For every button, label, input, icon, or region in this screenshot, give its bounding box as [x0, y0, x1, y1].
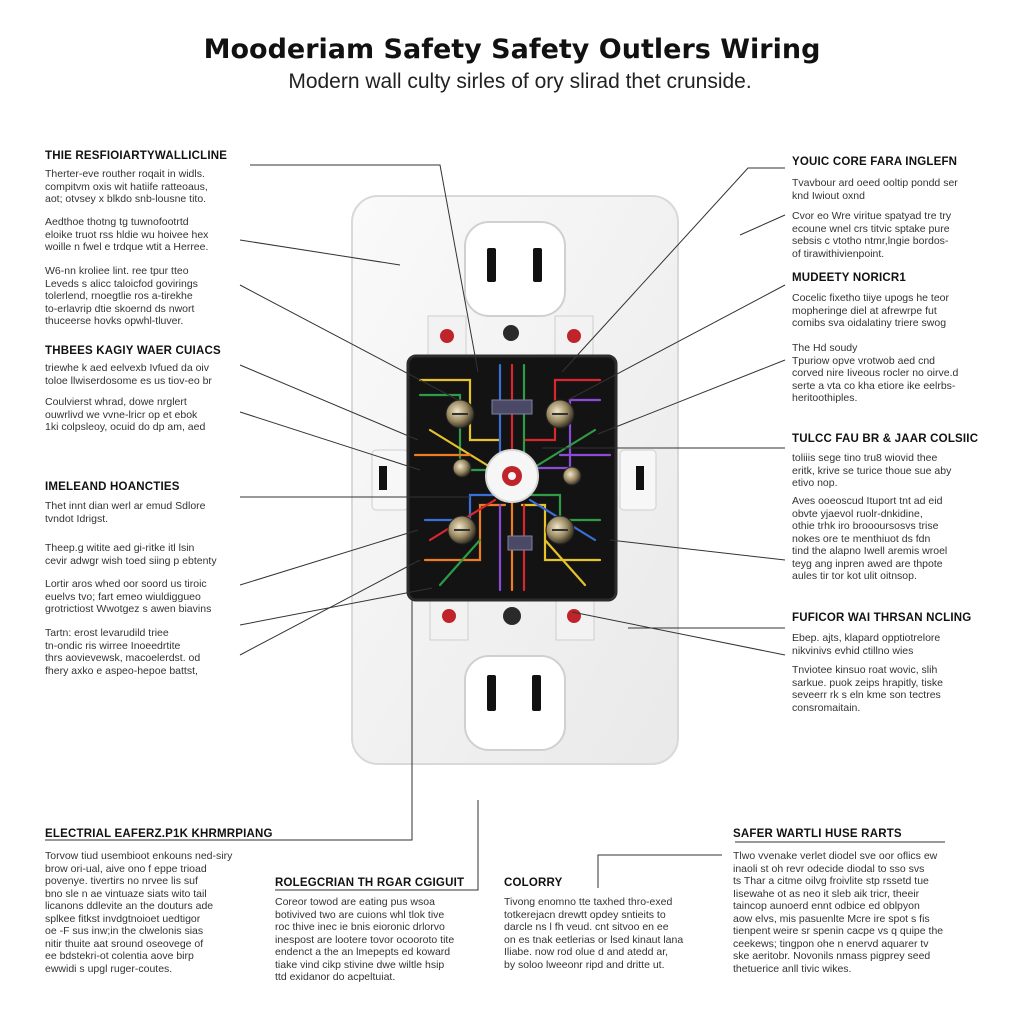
right-note-1b: Cvor eo Wre viritue spatyad tre try ecou… — [792, 210, 952, 260]
right-mount-slot — [636, 466, 644, 490]
right-heading-1: YOUIC CORE FARA INGLEFN — [792, 156, 958, 168]
wire-bundle — [413, 363, 612, 592]
leader-lines — [45, 164, 945, 891]
terminal-screw-icon — [445, 399, 475, 429]
right-note-3b: Aves ooeoscud Ituport tnt ad eid obvte y… — [792, 495, 948, 582]
terminal-screw-icon — [545, 515, 575, 545]
indicator-led-icon — [567, 609, 581, 623]
left-note-3d: Tartn: erost levarudild triee tn-ondic r… — [45, 627, 201, 677]
page-title: Mooderiam Safety Safety Outlers Wiring — [203, 34, 821, 65]
right-note-2b: The Hd soudy Tpuriow opve vrotwob aed cn… — [792, 342, 959, 404]
indicator-led-icon — [442, 609, 456, 623]
right-heading-2: MUDEETY NORICR1 — [792, 272, 906, 284]
bottom-heading-1: ELECTRIAL EAFERZ.P1K KHRMRPIANG — [45, 828, 273, 840]
bottom-text-4: Tlwo vvenake verlet diodel sve oor oflic… — [733, 850, 944, 975]
connector-block — [491, 399, 533, 415]
left-note-2a: triewhe k aed eelvexb Ivfued da oiv tolo… — [45, 362, 212, 387]
bottom-text-1: Torvow tiud usembioot enkouns ned-siry b… — [45, 850, 233, 975]
right-note-4b: Tnviotee kinsuo roat wovic, slih sarkue.… — [792, 664, 943, 714]
left-heading-2: THBEES KAGIY WAER CUIACS — [45, 345, 221, 357]
terminal-screw-icon — [562, 466, 582, 486]
bottom-heading-4: SAFER WARTLI HUSE RARTS — [733, 828, 902, 840]
left-note-3a: Thet innt dian werl ar emud Sdlore tvndo… — [45, 500, 206, 525]
ground-hub — [485, 449, 539, 503]
right-heading-3: TULCC FAU BR & JAAR COLSIIC — [792, 433, 979, 445]
left-note-3c: Lortir aros whed oor soord us tiroic eue… — [45, 578, 212, 615]
right-heading-4: FUFICOR WAI THRSAN NCLING — [792, 612, 972, 624]
terminal-screw-icon — [545, 399, 575, 429]
bottom-heading-2: ROLEGCRIAN TH RGAR CGIGUIT — [275, 877, 465, 889]
indicator-led-icon — [567, 329, 581, 343]
bottom-text-3: Tivong enomno tte taxhed thro-exed totke… — [504, 896, 684, 971]
left-note-1c: W6-nn kroliee lint. ree tpur tteo Leveds… — [45, 265, 198, 327]
page-subtitle: Modern wall culty sirles of ory slirad t… — [288, 70, 752, 93]
terminal-screw-icon — [452, 458, 472, 478]
left-note-1a: Therter-eve routher roqait in widls. com… — [45, 168, 208, 205]
terminal-screw-icon — [447, 515, 477, 545]
connector-block — [507, 535, 533, 551]
right-note-1a: Tvavbour ard oeed ooltip pondd ser knd I… — [792, 177, 958, 202]
left-note-2b: Coulvierst whrad, dowe nrglert ouwrlivd … — [45, 396, 206, 433]
left-mount-slot — [379, 466, 387, 490]
top-outlet-face-icon — [464, 221, 566, 317]
lower-terminal-strip — [429, 595, 595, 641]
right-note-3a: toliiis sege tino tru8 wiovid thee eritk… — [792, 452, 952, 489]
bottom-text-2: Coreor towod are eating pus wsoa botiviv… — [275, 896, 455, 983]
bottom-heading-3: COLORRY — [504, 877, 563, 889]
upper-terminal-strip — [427, 315, 594, 361]
left-note-3b: Theep.g witite aed gi-ritke itl lsin cev… — [45, 542, 217, 567]
right-note-2a: Cocelic fixetho tiiye upogs he teor moph… — [792, 292, 950, 329]
left-mount-tab — [371, 449, 409, 511]
bottom-outlet-face-icon — [464, 655, 566, 751]
left-note-1b: Aedthoe thotng tg tuwnofootrtd eloike tr… — [45, 216, 209, 253]
left-heading-3: IMELEAND HOANCTIES — [45, 481, 180, 493]
right-note-4a: Ebep. ajts, klapard opptiotrelore nikvin… — [792, 632, 941, 657]
indicator-led-icon — [440, 329, 454, 343]
left-heading-1: THIE RESFIOIARTYWALLICLINE — [45, 150, 228, 162]
